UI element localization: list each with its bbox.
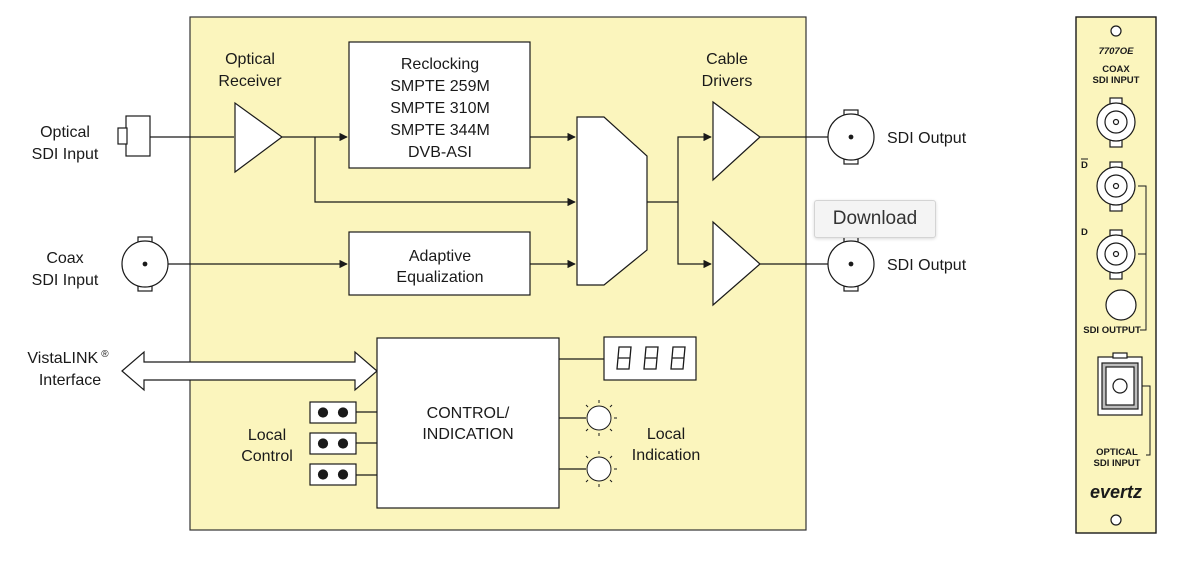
display-digits-icon (616, 346, 686, 370)
panel-optical-connector-icon (1097, 352, 1143, 416)
panel-optical-bracket (1142, 385, 1151, 456)
panel-d-bnc-icon (1096, 229, 1136, 280)
panel-bottom-screw-icon (1110, 514, 1122, 526)
panel-dbar-label: D (1081, 160, 1088, 171)
driver-1-feed (677, 132, 712, 202)
optical-input-label-1: Optical (40, 124, 90, 141)
optical-receiver-label-2: Receiver (218, 73, 282, 90)
rear-panel: 7707OE COAX SDI INPUT D D SDI OUTPUT OP (1075, 16, 1157, 534)
reclocking-line-4: SMPTE 344M (390, 122, 490, 139)
led-1-icon (581, 400, 617, 436)
optical-input-label-2: SDI Input (32, 146, 99, 163)
sdi-output-1-label: SDI Output (887, 130, 967, 147)
adaptive-eq-line-2: Equalization (396, 269, 483, 286)
reclocking-line-2: SMPTE 259M (390, 78, 490, 95)
download-tooltip[interactable]: Download (814, 200, 936, 238)
panel-blank-hole-icon (1105, 289, 1137, 321)
driver-2-feed (677, 202, 712, 269)
led-2-icon (581, 451, 617, 487)
cable-driver-2 (712, 220, 761, 307)
adaptive-eq-block (348, 231, 531, 296)
coax-input-label-2: SDI Input (32, 272, 99, 289)
control-indication-block (376, 337, 560, 509)
reclocking-line-3: SMPTE 310M (390, 100, 490, 117)
local-control-label-1: Local (248, 427, 286, 444)
panel-sdi-output-label: SDI OUTPUT (1083, 325, 1141, 336)
control-label-2: INDICATION (422, 426, 513, 443)
cable-drivers-label-1: Cable (706, 51, 748, 68)
local-control-jumpers (309, 401, 377, 486)
panel-optical-label-2: SDI INPUT (1094, 458, 1141, 469)
multiplexer-block (576, 116, 648, 286)
panel-brand-logo: evertz (1090, 482, 1142, 502)
panel-coax-bnc-icon (1096, 97, 1136, 148)
local-indication-label-1: Local (647, 426, 685, 443)
bypass-line (314, 137, 576, 207)
sdi-output-2-bnc-icon (827, 236, 875, 292)
panel-dbar-bnc-icon (1096, 161, 1136, 212)
optical-connector-icon (117, 115, 151, 157)
sdi-output-1-bnc-icon (827, 109, 875, 165)
panel-top-screw-icon (1110, 25, 1122, 37)
panel-d-label: D (1081, 227, 1088, 238)
panel-coax-label-2: SDI INPUT (1093, 75, 1140, 86)
panel-model-label: 7707OE (1099, 46, 1135, 57)
panel-coax-label-1: COAX (1102, 64, 1130, 75)
cable-drivers-label-2: Drivers (702, 73, 753, 90)
reclocking-line-1: Reclocking (401, 56, 479, 73)
panel-optical-label-1: OPTICAL (1096, 447, 1138, 458)
optical-receiver-amp (234, 101, 284, 174)
adaptive-eq-line-1: Adaptive (409, 248, 471, 265)
local-control-label-2: Control (241, 448, 293, 465)
control-label-1: CONTROL/ (427, 405, 510, 422)
sdi-output-2-label: SDI Output (887, 257, 967, 274)
reclocking-block (348, 41, 531, 169)
vistalink-label-2: Interface (39, 372, 101, 389)
panel-sdi-output-bracket (1138, 185, 1147, 331)
cable-driver-1 (712, 100, 761, 182)
vistalink-label-1: VistaLINK® (27, 349, 109, 367)
coax-input-bnc-icon (121, 236, 169, 292)
coax-input-label-1: Coax (46, 250, 83, 267)
reclocking-line-5: DVB-ASI (408, 144, 472, 161)
local-indication-label-2: Indication (632, 447, 701, 464)
optical-receiver-label-1: Optical (225, 51, 275, 68)
